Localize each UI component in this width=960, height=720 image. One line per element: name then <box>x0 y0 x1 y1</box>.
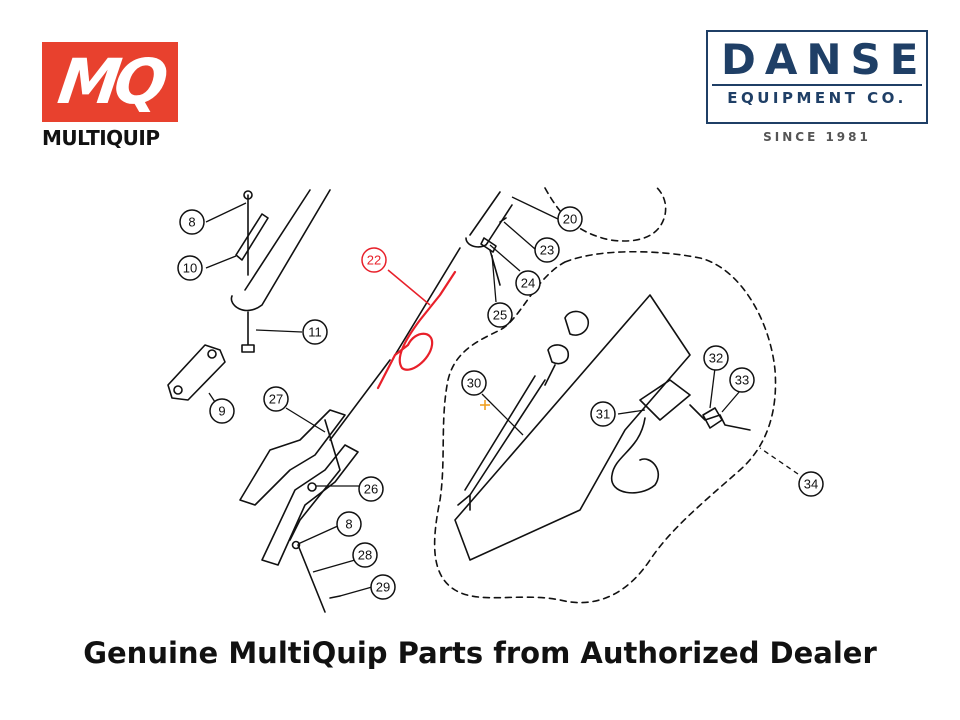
callout-circle <box>590 401 616 427</box>
callout-circle <box>557 206 583 232</box>
callout-circle <box>336 511 362 537</box>
callout-circle <box>729 367 755 393</box>
caption: Genuine MultiQuip Parts from Authorized … <box>83 636 877 670</box>
callout-label: 26 <box>364 482 378 497</box>
callout-label: 33 <box>735 373 749 388</box>
callout-23: 23 <box>534 237 560 263</box>
callout-label: 29 <box>376 580 390 595</box>
callout-34: 34 <box>798 471 824 497</box>
callout-label: 31 <box>596 407 610 422</box>
multiquip-logo: MQ MULTIQUIP <box>42 42 182 150</box>
link-part <box>167 344 226 401</box>
callout-circle <box>302 319 328 345</box>
highlighted-cable-part <box>376 270 457 390</box>
danse-subtitle: EQUIPMENT CO. <box>712 84 922 107</box>
callout-33: 33 <box>729 367 755 393</box>
callout-circle <box>352 542 378 568</box>
callout-11: 11 <box>302 319 328 345</box>
callout-label: 9 <box>218 404 225 419</box>
callout-32: 32 <box>703 345 729 371</box>
callout-circle <box>358 476 384 502</box>
switch-part <box>564 310 590 336</box>
danse-wordmark: DANSE <box>721 35 928 84</box>
callout-label: 8 <box>188 215 195 230</box>
callout-label: 8 <box>345 517 352 532</box>
callout-20: 20 <box>557 206 583 232</box>
group-outline-electrical <box>433 250 777 604</box>
callout-label: 32 <box>709 351 723 366</box>
callout-31: 31 <box>590 401 616 427</box>
upper-handle <box>230 189 331 312</box>
callout-label: 27 <box>269 392 283 407</box>
callout-label: 25 <box>493 308 507 323</box>
callout-circle <box>798 471 824 497</box>
callout-circle <box>487 302 513 328</box>
callout-24: 24 <box>515 270 541 296</box>
multiquip-wordmark: MULTIQUIP <box>42 126 160 150</box>
callout-label: 10 <box>183 261 197 276</box>
callout-group: 8 10 11 9 22 20 23 24 25 27 26 8 28 29 30 31 32 33 34 <box>177 206 824 600</box>
danse-logo-box: DANSE EQUIPMENT CO. <box>706 30 928 124</box>
callout-30: 30 <box>461 370 487 396</box>
highlight-leader <box>387 269 431 306</box>
callout-9: 9 <box>209 398 235 424</box>
callout-8: 8 <box>336 511 362 537</box>
wire-harness <box>457 375 546 511</box>
callout-29: 29 <box>370 574 396 600</box>
clamp-part <box>235 213 269 261</box>
callout-label: 28 <box>358 548 372 563</box>
callout-circle <box>534 237 560 263</box>
callout-circle <box>177 255 203 281</box>
callout-circle <box>515 270 541 296</box>
callout-label: 20 <box>563 212 577 227</box>
callout-circle <box>179 209 205 235</box>
callout-28: 28 <box>352 542 378 568</box>
callout-circle <box>370 574 396 600</box>
callout-25: 25 <box>487 302 513 328</box>
multiquip-badge: MQ <box>42 42 178 122</box>
callout-label: 30 <box>467 376 481 391</box>
callout-22-highlighted: 22 <box>361 247 387 273</box>
callout-circle <box>361 247 387 273</box>
callout-label: 34 <box>804 477 818 492</box>
callout-circle <box>461 370 487 396</box>
callout-circle <box>209 398 235 424</box>
bolt-part <box>241 311 255 353</box>
callout-8: 8 <box>179 209 205 235</box>
callout-circle <box>263 386 289 412</box>
callout-10: 10 <box>177 255 203 281</box>
callout-label: 11 <box>308 325 322 340</box>
danse-since: SINCE 1981 <box>763 130 871 144</box>
callout-label: 24 <box>521 276 535 291</box>
crosshair-marker <box>480 400 490 410</box>
danse-logo: DANSE EQUIPMENT CO. SINCE 1981 <box>706 30 928 144</box>
callout-label: 22 <box>367 253 381 268</box>
callout-circle <box>703 345 729 371</box>
callout-26: 26 <box>358 476 384 502</box>
fork-handle <box>239 409 346 506</box>
callout-label: 23 <box>540 243 554 258</box>
callout-27: 27 <box>263 386 289 412</box>
handle-tube <box>465 191 513 248</box>
